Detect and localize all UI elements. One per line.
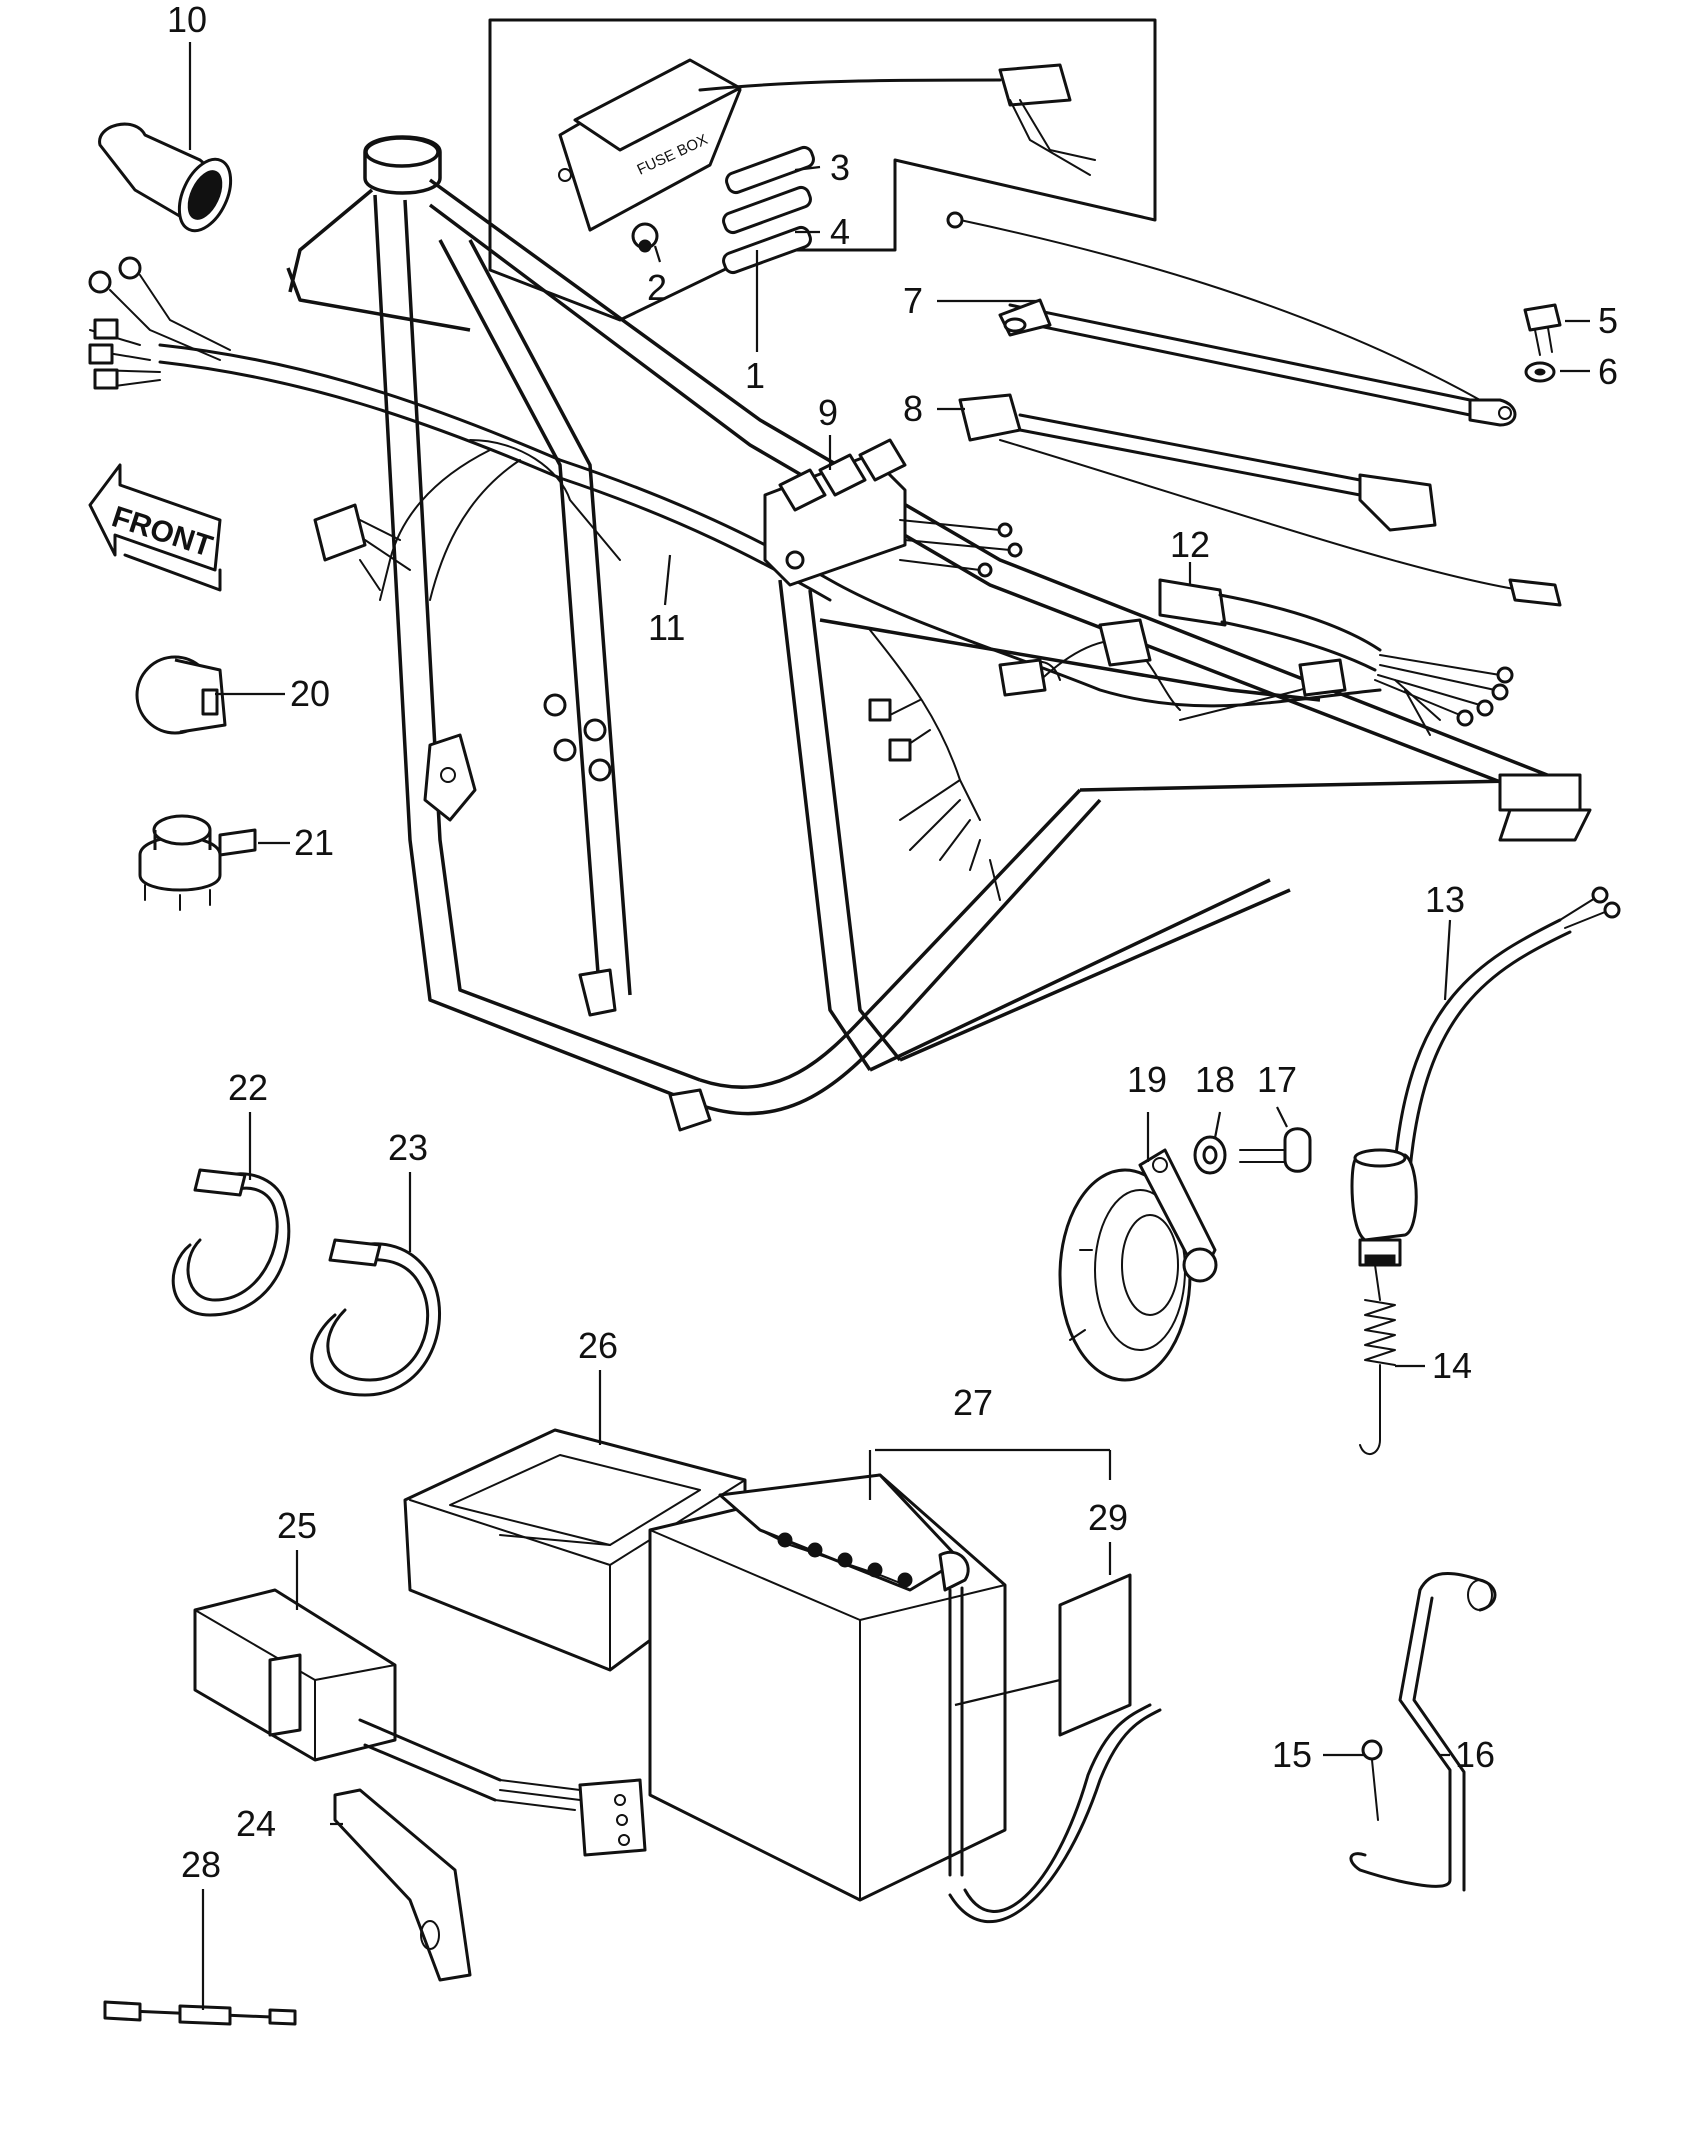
callout-4: 4 <box>830 211 850 252</box>
fuse-box: FUSE BOX <box>558 58 742 232</box>
part-18-washer <box>1193 1135 1227 1175</box>
part-25-regulator <box>193 1588 647 1857</box>
callout-19: 19 <box>1127 1059 1167 1100</box>
fuse-3 <box>725 145 815 195</box>
part-16-stand <box>1349 1571 1497 1892</box>
callout-11: 11 <box>648 607 685 648</box>
callout-5: 5 <box>1598 300 1618 341</box>
callout-26: 26 <box>578 1325 618 1366</box>
callout-6: 6 <box>1598 351 1618 392</box>
callout-7: 7 <box>903 280 923 321</box>
part-29-label <box>1058 1573 1132 1737</box>
fuse-box-inset: FUSE BOX <box>488 18 1157 322</box>
callout-22: 22 <box>228 1067 268 1108</box>
callout-20: 20 <box>290 673 330 714</box>
callout-29: 29 <box>1088 1497 1128 1538</box>
part-7-cable <box>946 211 1517 427</box>
callout-25: 25 <box>277 1505 317 1546</box>
part-17-bolt <box>1239 1127 1312 1173</box>
part-27-battery <box>648 1473 1162 1924</box>
callout-3: 3 <box>830 147 850 188</box>
part-6-washer <box>1524 361 1556 383</box>
callout-27: 27 <box>953 1382 993 1423</box>
fuse-4 <box>722 185 812 275</box>
callout-15: 15 <box>1272 1734 1312 1775</box>
callout-28: 28 <box>181 1844 221 1885</box>
callout-23: 23 <box>388 1127 428 1168</box>
part-15-clip <box>1361 1739 1383 1821</box>
part-14-spring <box>1359 1264 1396 1455</box>
part-23-band <box>310 1238 441 1397</box>
callout-10: 10 <box>167 0 207 40</box>
part-13-switch-lead <box>1350 886 1621 1267</box>
part-12-tail-harness <box>1158 578 1514 736</box>
callout-12: 12 <box>1170 524 1210 565</box>
junction-block <box>763 438 1023 587</box>
part-19-horn <box>1058 1148 1218 1382</box>
part-22-band <box>171 1168 291 1317</box>
callout-9: 9 <box>818 392 838 433</box>
callout-2: 2 <box>647 267 667 308</box>
part-8-cable <box>958 393 1562 607</box>
part-21-flasher <box>138 814 257 911</box>
callout-1: 1 <box>745 355 765 396</box>
part-24-bracket <box>333 1788 472 1982</box>
callout-18: 18 <box>1195 1059 1235 1100</box>
callout-16: 16 <box>1455 1734 1495 1775</box>
callout-numbers: 1 2 3 4 5 6 7 8 9 10 11 12 13 14 15 16 1… <box>167 0 1618 1885</box>
callout-21: 21 <box>294 822 334 863</box>
part-28-lead <box>103 2000 297 2026</box>
part-10-cap <box>98 122 233 233</box>
callout-24: 24 <box>236 1803 276 1844</box>
callout-13: 13 <box>1425 879 1465 920</box>
callout-8: 8 <box>903 388 923 429</box>
main-harness <box>88 256 1382 901</box>
callout-17: 17 <box>1257 1059 1297 1100</box>
front-direction-arrow: FRONT <box>88 463 222 592</box>
motorcycle-frame <box>286 135 1592 1132</box>
part-5-bolt <box>1523 303 1562 356</box>
leader-lines <box>188 42 1590 2010</box>
callout-14: 14 <box>1432 1345 1472 1386</box>
part-20-relay <box>135 655 227 735</box>
